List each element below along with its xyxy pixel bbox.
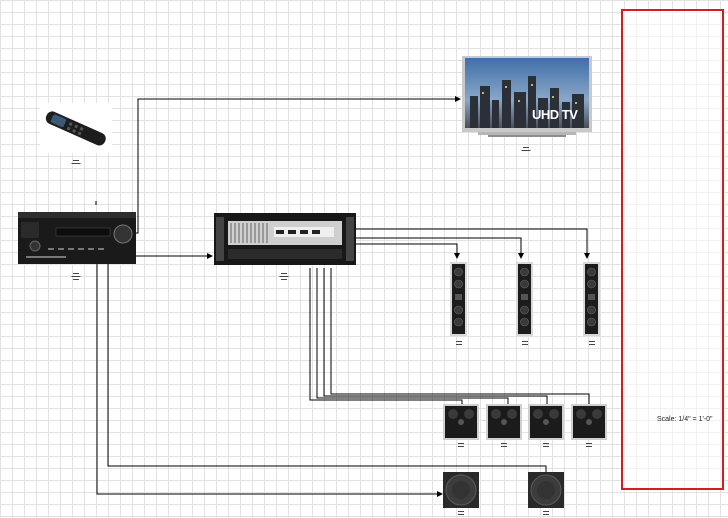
wire-amp-ceiling-3 [323,268,548,404]
ceiling-speaker-1-label: ▬▬▬▬ [458,441,464,448]
tower-speaker-icon [583,262,600,336]
ceiling-speaker-3-label: ▬▬▬▬ [543,441,549,448]
ceiling-speaker-icon [486,404,522,440]
wire-amp-ceiling-4 [330,268,590,404]
ceiling-speaker-icon [443,404,479,440]
wire-receiver-sub-2 [107,264,547,472]
tower-speaker-2-label: ▬▬▬▬ [522,339,528,346]
wire-amp-tower-3 [356,228,590,259]
subwoofer-icon [528,472,564,508]
tower-speaker-2 [516,262,533,336]
wire-receiver-tv [135,96,461,234]
tv-brand-text: UHD TV [532,107,578,122]
subwoofer-1 [443,472,479,508]
wire-amp-tower-1 [356,243,460,259]
scale-label: Scale: 1/4" = 1'-0" [657,416,713,423]
tv-label: ▬▬▬▬▬ [521,145,531,152]
ceiling-speaker-icon [528,404,564,440]
ceiling-speaker-4 [571,404,607,440]
subwoofer-2-label: ▬▬▬▬ [543,509,549,516]
ceiling-speaker-2-label: ▬▬▬▬ [501,441,507,448]
subwoofer-2 [528,472,564,508]
subwoofer-icon [443,472,479,508]
av-receiver-icon [18,212,136,264]
remote-control [40,103,112,153]
ceiling-speaker-1 [443,404,479,440]
wire-amp-ceiling-1 [309,268,463,404]
title-block-frame: Scale: 1/4" = 1'-0" [621,9,724,490]
ceiling-speaker-4-label: ▬▬▬▬ [586,441,592,448]
tower-speaker-1-label: ▬▬▬▬ [456,339,462,346]
tower-speaker-icon [516,262,533,336]
amplifier-icon [214,213,356,265]
ceiling-speaker-2 [486,404,522,440]
av-receiver [18,212,136,264]
ceiling-speaker-3 [528,404,564,440]
amplifier-label: ▬▬▬▬▬▬▬ [279,271,289,281]
wire-amp-tower-2 [356,237,524,259]
ceiling-speaker-icon [571,404,607,440]
av-receiver-label: ▬▬▬▬▬▬▬ [71,271,81,281]
tv-icon [462,56,592,137]
subwoofer-1-label: ▬▬▬▬ [458,509,464,516]
tower-speaker-3-label: ▬▬▬▬ [589,339,595,346]
tower-speaker-icon [450,262,467,336]
remote-control-icon [45,111,106,146]
tower-speaker-1 [450,262,467,336]
amplifier [214,213,356,265]
remote-control-label: ▬▬▬▬▬ [71,158,81,165]
tv: UHD TV [462,56,592,140]
wire-receiver-sub-1 [96,264,443,497]
tower-speaker-3 [583,262,600,336]
wire-amp-ceiling-2 [316,268,509,404]
